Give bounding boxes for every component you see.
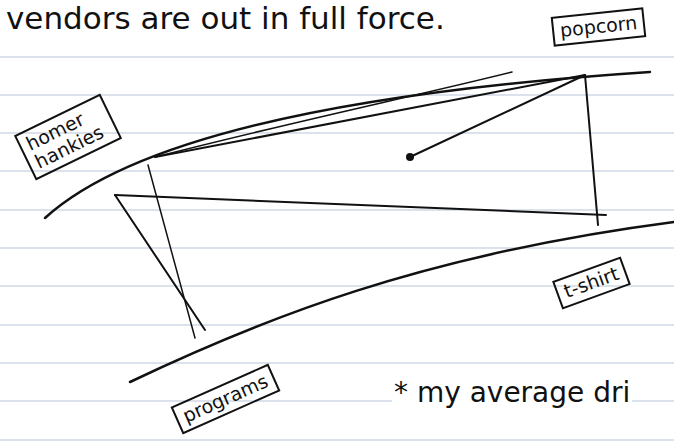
vendor-box: popcorn — [551, 7, 647, 47]
vendor-name: t-shirt — [561, 264, 621, 302]
handwritten-note: vendors are out in full force. — [4, 0, 447, 36]
vendor-box: t-shirt — [552, 256, 631, 309]
handwritten-note: * my average dri — [392, 376, 632, 409]
vendor-box: homer hankies — [14, 93, 122, 180]
vendor-name: homer hankies — [23, 101, 112, 172]
vendor-name: programs — [180, 371, 271, 426]
vendor-name: popcorn — [559, 13, 638, 41]
vendor-box: programs — [171, 364, 281, 435]
